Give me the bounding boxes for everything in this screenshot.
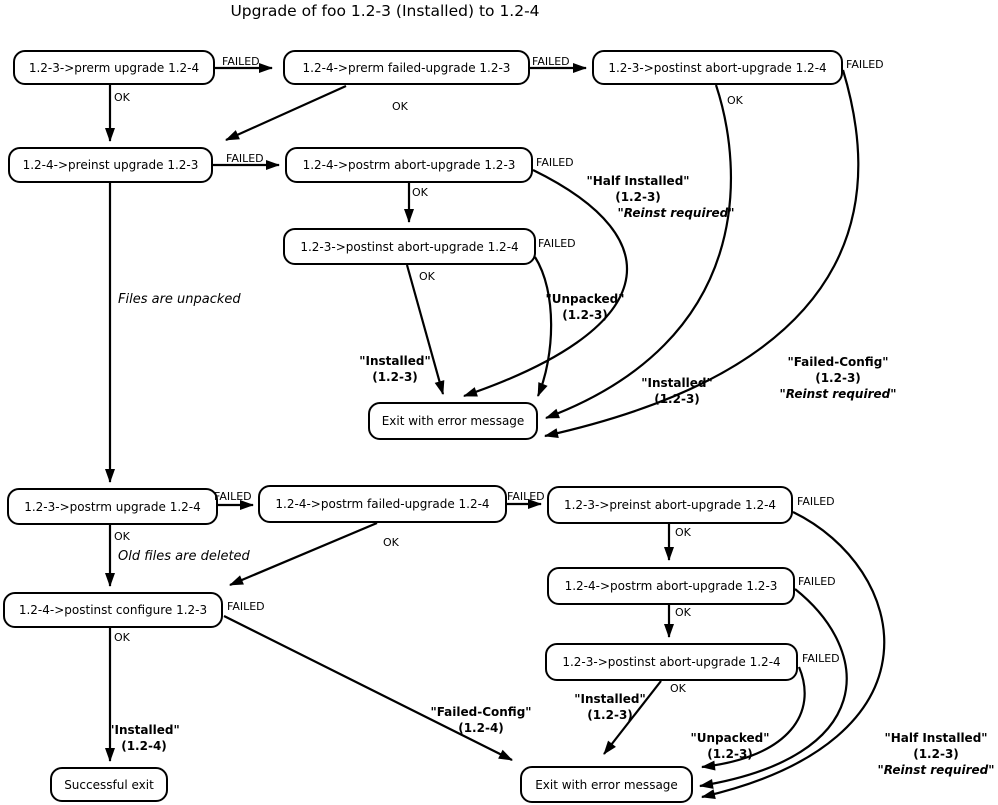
node-postinst-abort-bottom: 1.2-3->postinst abort-upgrade 1.2-4 (545, 643, 798, 681)
state-line: (1.2-4) (458, 721, 504, 735)
note-old-files-deleted: Old files are deleted (118, 549, 250, 564)
failed-label: FAILED (222, 55, 260, 68)
state-line: "Reinst required" (617, 206, 735, 220)
state-unpacked-bottom: "Unpacked" (1.2-3) (670, 730, 790, 762)
state-line: "Reinst required" (877, 763, 995, 777)
node-exit-error-bottom: Exit with error message (520, 766, 693, 803)
failed-label: FAILED (798, 575, 836, 588)
node-successful-exit: Successful exit (50, 767, 168, 802)
state-line: "Half Installed" (884, 731, 988, 745)
ok-label: OK (675, 606, 691, 619)
edge-postrmabort-mid-failed (463, 169, 628, 398)
ok-label: OK (412, 186, 428, 199)
edge-postinstabort-mid-failed (534, 256, 553, 397)
ok-label: OK (670, 682, 686, 695)
node-postrm-abort-mid: 1.2-4->postrm abort-upgrade 1.2-3 (285, 147, 533, 183)
state-line: (1.2-4) (121, 739, 167, 753)
ok-label: OK (727, 94, 743, 107)
state-line: (1.2-3) (654, 392, 700, 406)
state-installed-right: "Installed" (1.2-3) (617, 375, 737, 407)
state-line: (1.2-3) (562, 308, 608, 322)
ok-label: OK (114, 530, 130, 543)
state-line: "Installed" (574, 692, 646, 706)
failed-label: FAILED (536, 156, 574, 169)
state-half-installed-top: "Half Installed" (1.2-3) "Reinst require… (558, 173, 734, 221)
node-prerm-upgrade: 1.2-3->prerm upgrade 1.2-4 (13, 50, 215, 85)
edge-postinstabort-bottom-failed (701, 666, 806, 771)
node-postinst-abort-mid: 1.2-3->postinst abort-upgrade 1.2-4 (283, 228, 536, 265)
failed-label: FAILED (227, 600, 265, 613)
state-line: (1.2-3) (815, 371, 861, 385)
state-line: "Reinst required" (779, 387, 897, 401)
edge-postrmfailed-ok (229, 521, 378, 587)
state-line: "Installed" (108, 723, 180, 737)
node-postrm-failed-upgrade: 1.2-4->postrm failed-upgrade 1.2-4 (258, 485, 507, 523)
ok-label: OK (392, 100, 408, 113)
state-installed-bottom-mid: "Installed" (1.2-3) (550, 691, 670, 723)
state-line: "Half Installed" (586, 174, 690, 188)
failed-label: FAILED (532, 55, 570, 68)
state-unpacked-top: "Unpacked" (1.2-3) (525, 291, 645, 323)
ok-label: OK (675, 526, 691, 539)
state-failed-config-top: "Failed-Config" (1.2-3) "Reinst required… (768, 354, 908, 402)
state-line: "Installed" (359, 354, 431, 368)
failed-label: FAILED (797, 495, 835, 508)
node-postrm-abort-bottom: 1.2-4->postrm abort-upgrade 1.2-3 (547, 567, 795, 605)
edge-postinstabort-bottom-ok (603, 680, 662, 755)
failed-label: FAILED (214, 490, 252, 503)
state-installed-left: "Installed" (1.2-3) (335, 353, 455, 385)
edge-postinstabort-top-failed (544, 69, 860, 439)
node-postinst-abort-top: 1.2-3->postinst abort-upgrade 1.2-4 (592, 50, 843, 85)
state-line: "Failed-Config" (787, 355, 889, 369)
node-postrm-upgrade: 1.2-3->postrm upgrade 1.2-4 (7, 488, 218, 525)
state-line: (1.2-3) (587, 708, 633, 722)
node-postinst-configure: 1.2-4->postinst configure 1.2-3 (3, 592, 223, 628)
ok-label: OK (114, 91, 130, 104)
state-line: "Unpacked" (690, 731, 770, 745)
edge-postinstconfig-failed (223, 615, 513, 761)
failed-label: FAILED (226, 152, 264, 165)
failed-label: FAILED (802, 652, 840, 665)
state-line: "Installed" (641, 376, 713, 390)
node-prerm-failed-upgrade: 1.2-4->prerm failed-upgrade 1.2-3 (283, 50, 530, 85)
edge-prermfailed-ok (225, 84, 347, 142)
ok-label: OK (114, 631, 130, 644)
edge-postinstabort-mid-ok (405, 264, 445, 395)
state-line: (1.2-3) (615, 190, 661, 204)
diagram-title: Upgrade of foo 1.2-3 (Installed) to 1.2-… (230, 2, 540, 20)
edge-postinstabort-top-ok (545, 84, 732, 420)
state-half-installed-bottom: "Half Installed" (1.2-3) "Reinst require… (866, 730, 998, 778)
state-line: "Unpacked" (545, 292, 625, 306)
ok-label: OK (383, 536, 399, 549)
edge-preinstabort-failed (701, 511, 886, 799)
edge-postrmabort-bottom-failed (699, 588, 848, 789)
failed-label: FAILED (538, 237, 576, 250)
state-line: (1.2-3) (913, 747, 959, 761)
note-files-unpacked: Files are unpacked (118, 292, 241, 307)
node-preinst-abort: 1.2-3->preinst abort-upgrade 1.2-4 (547, 486, 793, 524)
state-line: "Failed-Config" (430, 705, 532, 719)
state-line: (1.2-3) (707, 747, 753, 761)
state-installed-bottom-left: "Installed" (1.2-4) (84, 722, 204, 754)
node-exit-error-top: Exit with error message (368, 402, 538, 440)
failed-label: FAILED (846, 58, 884, 71)
failed-label: FAILED (507, 490, 545, 503)
state-line: (1.2-3) (372, 370, 418, 384)
state-failed-config-bottom: "Failed-Config" (1.2-4) (421, 704, 541, 736)
ok-label: OK (419, 270, 435, 283)
node-preinst-upgrade: 1.2-4->preinst upgrade 1.2-3 (8, 147, 213, 183)
